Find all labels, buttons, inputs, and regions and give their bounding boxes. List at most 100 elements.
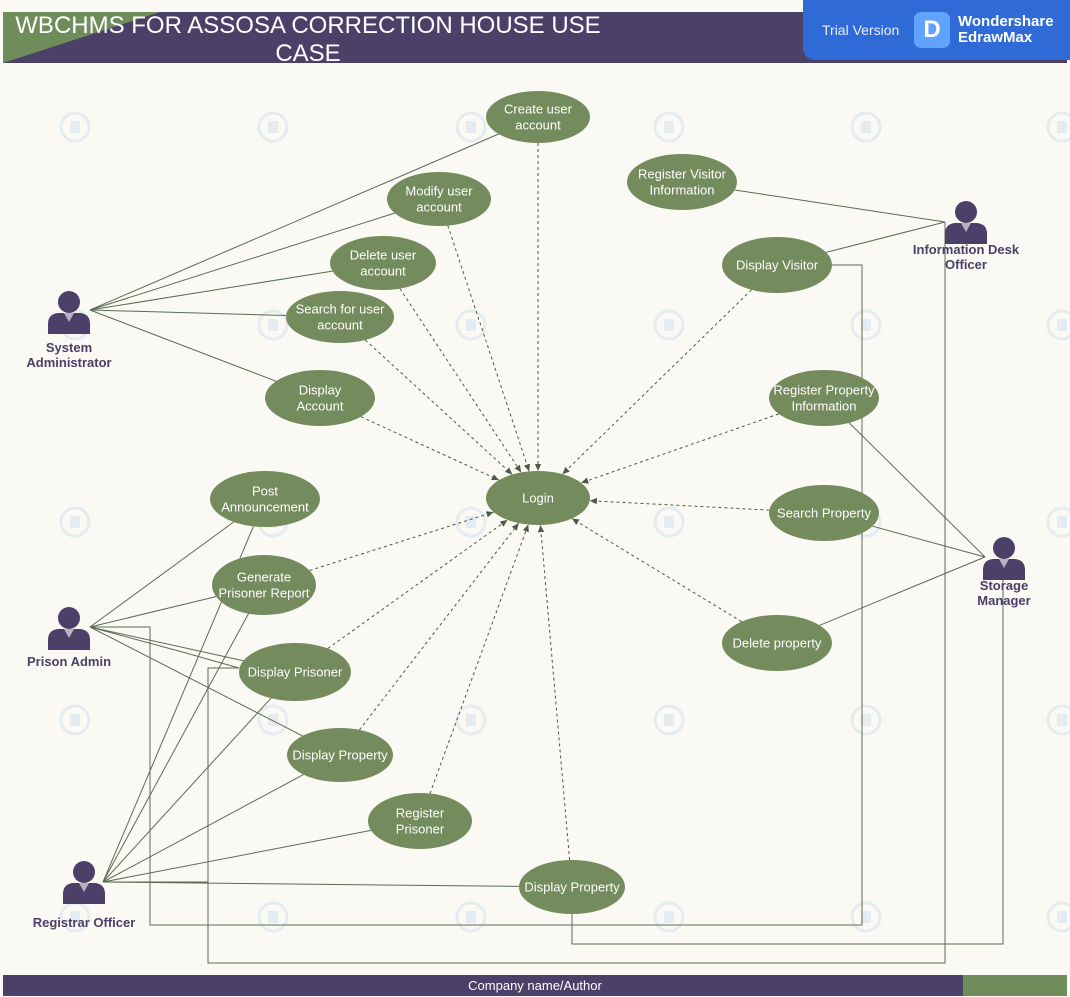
use-case-login[interactable]: Login [486, 471, 590, 525]
include-arrow [447, 225, 530, 472]
connector-route [89, 626, 240, 669]
use-case-label: Display Property [524, 880, 620, 895]
use-case-ellipse[interactable] [486, 91, 590, 143]
association-line [89, 521, 234, 628]
use-case-ellipse[interactable] [212, 555, 316, 615]
use-case-label: Search Property [777, 506, 871, 521]
use-case-ellipse[interactable] [330, 236, 436, 290]
use-case-ellipse[interactable] [387, 172, 491, 226]
use-case-ellipse[interactable] [769, 485, 879, 541]
watermark-icon [1046, 704, 1070, 736]
include-arrow [580, 413, 779, 484]
trial-version-label: Trial Version [822, 22, 900, 38]
watermark-icon [1046, 506, 1070, 538]
watermark-icon [59, 901, 91, 933]
include-arrow [571, 518, 742, 623]
association-line [89, 133, 499, 311]
association-line [89, 212, 395, 311]
use-case-label: Display Prisoner [248, 665, 343, 680]
association-line [89, 309, 277, 382]
connector-route [571, 580, 1004, 945]
use-case-searchprop[interactable]: Search Property [769, 485, 879, 541]
watermark-icon [850, 704, 882, 736]
actor-label: Prison Admin [27, 654, 111, 669]
use-case-ellipse[interactable] [368, 793, 472, 849]
use-case-dispprop2[interactable]: Display Property [519, 860, 625, 914]
use-case-ellipse[interactable] [265, 370, 375, 426]
association-line [89, 626, 244, 662]
watermark-icon [653, 111, 685, 143]
actor-person-icon [983, 537, 1025, 580]
use-case-ellipse[interactable] [286, 291, 394, 343]
use-case-ellipse[interactable] [769, 370, 879, 426]
association-line [848, 422, 986, 558]
actor-registrar[interactable]: Registrar Officer [33, 861, 136, 930]
association-line [102, 829, 372, 883]
use-case-ellipse[interactable] [287, 728, 393, 782]
watermark-icon [850, 111, 882, 143]
association-line [825, 221, 946, 253]
association-line [89, 596, 217, 628]
watermark-icon [1046, 901, 1070, 933]
use-case-ellipse[interactable] [722, 615, 832, 671]
actor-label: Registrar Officer [33, 915, 136, 930]
include-arrow [359, 522, 520, 731]
trial-version-badge[interactable]: Trial Version D Wondershare EdrawMax [803, 0, 1070, 60]
use-case-ellipse[interactable] [519, 860, 625, 914]
title-accent [3, 12, 160, 63]
use-case-ellipse[interactable] [627, 154, 737, 210]
use-case-dispvisitor[interactable]: Display Visitor [722, 237, 832, 293]
footer-bar: Company name/Author [3, 975, 1067, 996]
include-arrow [360, 416, 500, 481]
association-line [89, 626, 303, 737]
include-arrow [589, 497, 770, 511]
actor-person-icon [63, 861, 105, 904]
watermark-icon [455, 901, 487, 933]
use-case-ellipse[interactable] [210, 471, 320, 527]
use-case-ellipse[interactable] [722, 237, 832, 293]
edrawmax-logo-icon: D [914, 12, 950, 48]
watermark-icon [59, 506, 91, 538]
use-case-delprop[interactable]: Delete property [722, 615, 832, 671]
actor-person-icon [48, 607, 90, 650]
watermark-icon [455, 704, 487, 736]
include-arrow [364, 339, 513, 475]
actor-person-icon [945, 201, 987, 244]
use-case-dispprop1[interactable]: Display Property [287, 728, 393, 782]
watermark-icon [455, 506, 487, 538]
use-case-ellipse[interactable] [486, 471, 590, 525]
actor-prisonadmin[interactable]: Prison Admin [27, 607, 111, 669]
use-case-dispprisoner[interactable]: Display Prisoner [239, 643, 351, 701]
association-line [872, 525, 986, 558]
use-case-ellipse[interactable] [239, 643, 351, 701]
watermark-icon [1046, 111, 1070, 143]
association-line [819, 556, 986, 626]
connector-route [103, 667, 239, 883]
include-arrow [562, 289, 752, 475]
association-line [102, 774, 304, 883]
watermark-icon [257, 309, 289, 341]
